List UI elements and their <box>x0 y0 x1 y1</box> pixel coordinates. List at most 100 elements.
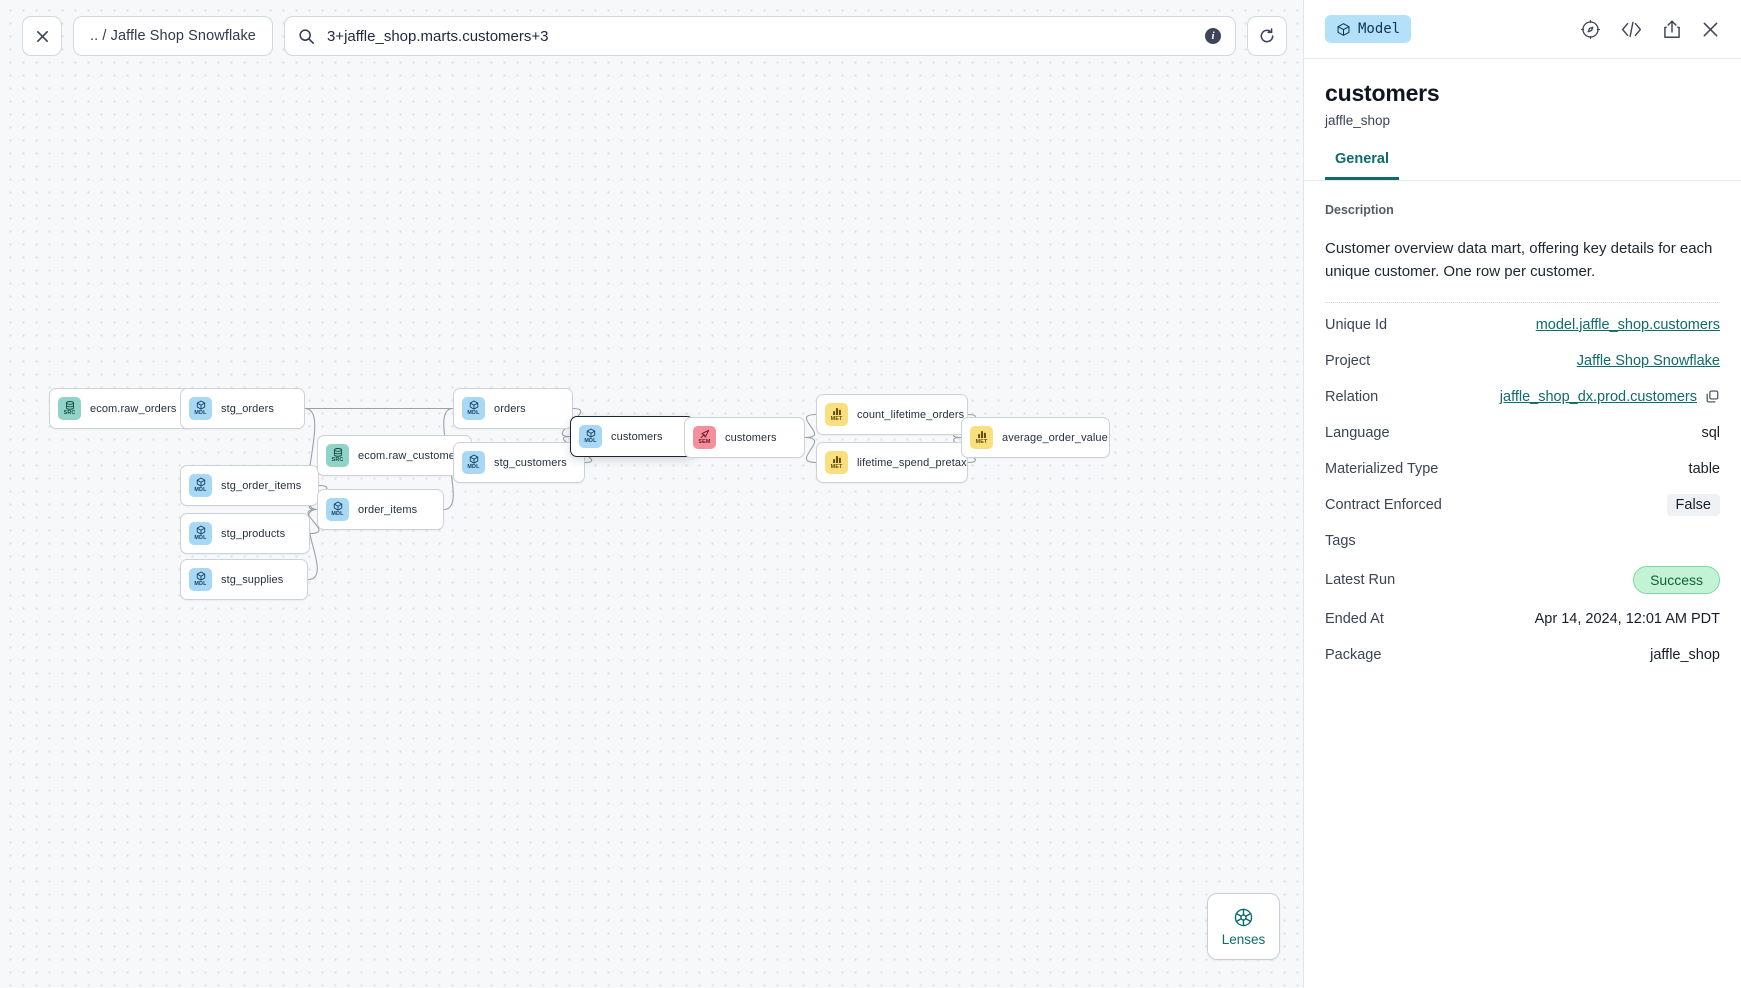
detail-key: Contract Enforced <box>1325 496 1442 513</box>
graph-node-average_order_value[interactable]: MET average_order_value <box>961 417 1110 458</box>
graph-node-customers_mdl[interactable]: MDL customers <box>570 416 694 457</box>
code-icon[interactable] <box>1620 19 1643 40</box>
detail-value-wrap: table <box>1689 461 1720 477</box>
search-icon <box>299 28 314 44</box>
detail-value[interactable]: Jaffle Shop Snowflake <box>1576 352 1720 369</box>
graph-node-stg_order_items[interactable]: MDL stg_order_items <box>180 465 319 506</box>
panel-header-actions <box>1580 19 1720 40</box>
compass-icon[interactable] <box>1580 19 1601 40</box>
share-icon[interactable] <box>1662 19 1682 40</box>
detail-value-wrap: sql <box>1701 425 1720 441</box>
mdl-badge-icon: MDL <box>326 498 349 521</box>
graph-node-label: lifetime_spend_pretax <box>857 456 967 469</box>
lenses-label: Lenses <box>1221 931 1266 947</box>
detail-row: Tags <box>1325 523 1720 559</box>
graph-node-ecom_raw_customers[interactable]: SRC ecom.raw_customers <box>317 435 472 476</box>
detail-value[interactable]: model.jaffle_shop.customers <box>1535 316 1720 333</box>
detail-row: Relation jaffle_shop_dx.prod.customers <box>1325 379 1720 415</box>
graph-node-stg_products[interactable]: MDL stg_products <box>180 513 310 554</box>
panel-title-block: customers jaffle_shop <box>1304 59 1741 128</box>
breadcrumb[interactable]: .. / Jaffle Shop Snowflake <box>73 16 273 56</box>
detail-value-wrap: jaffle_shop_dx.prod.customers <box>1500 389 1720 405</box>
close-icon <box>36 30 48 42</box>
src-badge-icon: SRC <box>326 444 349 467</box>
graph-node-label: count_lifetime_orders <box>857 408 965 421</box>
page-subtitle: jaffle_shop <box>1325 113 1391 128</box>
detail-key: Relation <box>1325 388 1379 405</box>
details-panel: Model <box>1303 0 1741 988</box>
detail-key: Latest Run <box>1325 571 1396 588</box>
close-panel-icon[interactable] <box>1701 20 1720 39</box>
detail-value: Apr 14, 2024, 12:01 AM PDT <box>1534 610 1720 627</box>
details-panel-header: Model <box>1304 0 1741 59</box>
graph-node-label: orders <box>494 402 526 415</box>
graph-node-label: stg_products <box>221 527 286 540</box>
detail-key: Unique Id <box>1325 316 1388 333</box>
tab-general[interactable]: General <box>1325 151 1399 180</box>
refresh-button[interactable] <box>1246 16 1287 56</box>
search-bar[interactable]: i <box>283 16 1236 56</box>
info-icon[interactable]: i <box>1204 28 1221 44</box>
lineage-canvas[interactable]: .. / Jaffle Shop Snowflake i SRCecom.raw… <box>0 0 1303 988</box>
mdl-badge-icon: MDL <box>462 451 485 474</box>
detail-value-wrap: model.jaffle_shop.customers <box>1536 317 1720 333</box>
mdl-badge-icon: MDL <box>189 522 212 545</box>
detail-value: table <box>1688 460 1720 477</box>
detail-key: Ended At <box>1325 610 1384 627</box>
detail-value-wrap: Success <box>1633 565 1720 594</box>
detail-value: False <box>1666 493 1720 516</box>
detail-value: jaffle_shop <box>1650 646 1720 663</box>
detail-row: Ended At Apr 14, 2024, 12:01 AM PDT <box>1325 601 1720 637</box>
graph-node-label: stg_customers <box>494 456 567 469</box>
detail-key: Tags <box>1325 532 1356 549</box>
detail-row: Contract Enforced False <box>1325 487 1720 523</box>
detail-value[interactable]: jaffle_shop_dx.prod.customers <box>1499 388 1697 405</box>
graph-node-label: order_items <box>358 503 418 516</box>
search-input[interactable] <box>326 27 1221 45</box>
graph-node-label: customers <box>725 431 777 444</box>
detail-value: sql <box>1701 424 1720 441</box>
met-badge-icon: MET <box>970 426 993 449</box>
description-label: Description <box>1325 203 1394 217</box>
aperture-icon <box>1234 908 1253 926</box>
graph-node-stg_customers[interactable]: MDL stg_customers <box>453 442 585 483</box>
panel-body: Description Customer overview data mart,… <box>1304 181 1741 673</box>
graph-node-order_items[interactable]: MDL order_items <box>317 489 444 530</box>
sem-badge-icon: SEM <box>693 426 716 449</box>
graph-node-label: stg_order_items <box>221 479 302 492</box>
panel-tabs: General <box>1304 151 1741 181</box>
lineage-edge <box>307 508 320 535</box>
graph-node-label: stg_orders <box>221 402 274 415</box>
lineage-edges <box>172 407 976 581</box>
met-badge-icon: MET <box>825 403 848 426</box>
page-title: customers <box>1325 80 1440 106</box>
detail-row: Project Jaffle Shop Snowflake <box>1325 343 1720 379</box>
lenses-button[interactable]: Lenses <box>1207 893 1280 960</box>
lineage-edge <box>804 413 817 439</box>
graph-node-customers_sem[interactable]: SEM customers <box>684 417 805 458</box>
mdl-badge-icon: MDL <box>189 474 212 497</box>
graph-node-label: customers <box>611 430 663 443</box>
divider <box>1325 301 1720 303</box>
detail-key: Project <box>1325 352 1371 369</box>
node-type-chip[interactable]: Model <box>1325 15 1412 43</box>
refresh-icon <box>1260 28 1274 43</box>
graph-node-count_lifetime_orders[interactable]: MET count_lifetime_orders <box>816 394 968 435</box>
close-lineage-button[interactable] <box>22 16 62 56</box>
detail-value-wrap: Apr 14, 2024, 12:01 AM PDT <box>1535 611 1720 627</box>
cube-icon <box>1337 22 1350 36</box>
graph-node-label: ecom.raw_customers <box>358 449 465 462</box>
graph-node-label: average_order_value <box>1002 431 1108 444</box>
mdl-badge-icon: MDL <box>579 425 602 448</box>
status-badge: Success <box>1633 565 1720 594</box>
copy-icon[interactable] <box>1705 389 1720 404</box>
mdl-badge-icon: MDL <box>189 568 212 591</box>
